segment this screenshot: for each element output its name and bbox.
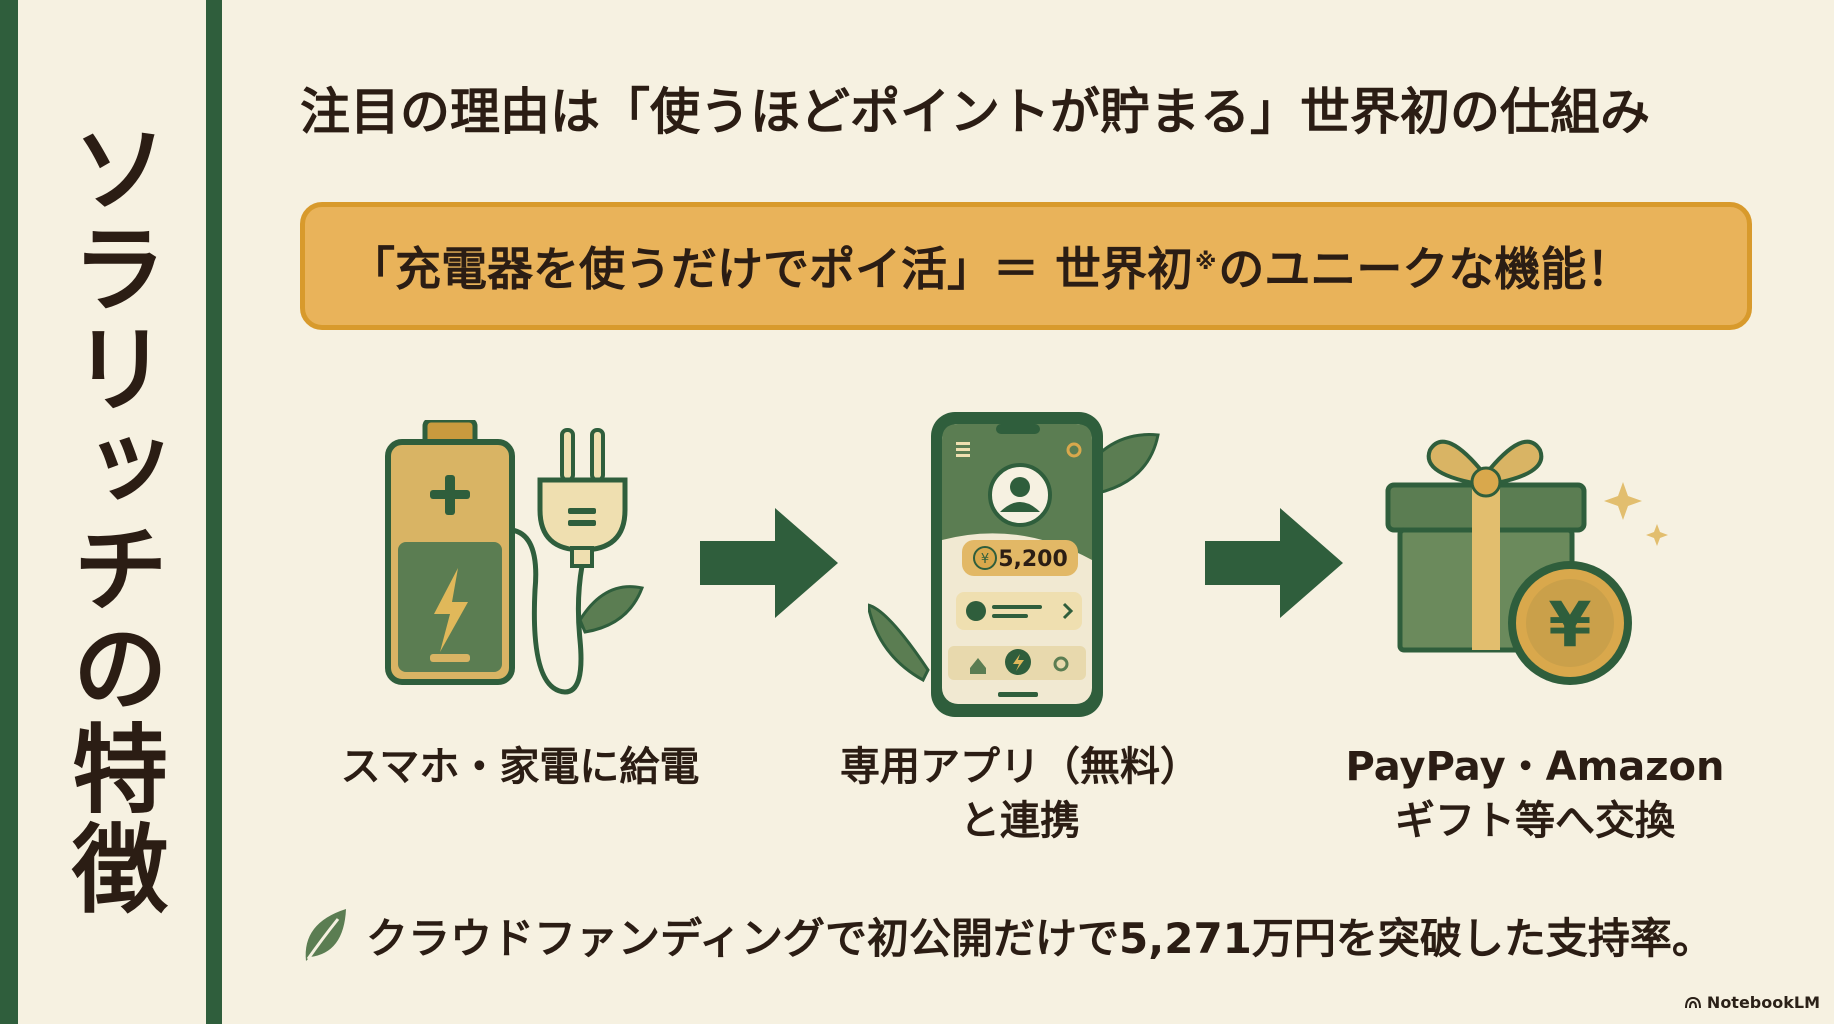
watermark: NotebookLM xyxy=(1684,993,1820,1012)
battery-plug-icon xyxy=(385,420,645,695)
highlight-text-before: 「充電器を使うだけでポイ活」＝ 世界初 xyxy=(349,242,1194,296)
left-edge-stripe xyxy=(0,0,18,1024)
side-panel: ソラリッチの特徴 xyxy=(18,0,206,1024)
step-3-label-line1: PayPay・Amazon xyxy=(1345,744,1725,790)
notebooklm-logo-icon xyxy=(1684,996,1701,1008)
watermark-text: NotebookLM xyxy=(1706,993,1820,1012)
highlight-mark: ※ xyxy=(1195,249,1217,275)
main-title: 注目の理由は「使うほどポイントが貯まる」世界初の仕組み xyxy=(300,83,1650,141)
step-3-label-line2: ギフト等へ交換 xyxy=(1395,798,1675,844)
smartphone-app-icon: ¥ 5,200 xyxy=(868,412,1160,717)
step-2-label-line2: と連携 xyxy=(960,798,1080,844)
arrow-right-icon xyxy=(700,508,838,618)
step-2-label: 専用アプリ（無料） と連携 xyxy=(790,740,1250,848)
step-2-label-line1: 専用アプリ（無料） xyxy=(840,744,1200,790)
footnote-text: クラウドファンディングで初公開だけで5,271万円を突破した支持率。 xyxy=(366,913,1714,963)
arrow-right-icon xyxy=(1205,508,1343,618)
leaf-icon xyxy=(305,909,346,961)
side-title: ソラリッチの特徴 xyxy=(55,119,168,919)
step-1-label: スマホ・家電に給電 xyxy=(340,744,700,790)
step-3-label: PayPay・Amazon ギフト等へ交換 xyxy=(1300,740,1770,848)
side-divider-bar xyxy=(206,0,222,1024)
coin-yen-symbol: ¥ xyxy=(1548,588,1591,661)
highlight-text: 「充電器を使うだけでポイ活」＝ 世界初※のユニークな機能！ xyxy=(349,233,1632,299)
app-coin-symbol: ¥ xyxy=(981,552,989,567)
highlight-box: 「充電器を使うだけでポイ活」＝ 世界初※のユニークな機能！ xyxy=(300,202,1752,330)
footnote: クラウドファンディングで初公開だけで5,271万円を突破した支持率。 xyxy=(300,900,1714,970)
highlight-text-after: のユニークな機能！ xyxy=(1218,242,1633,296)
gift-yen-icon: ¥ xyxy=(1385,439,1668,685)
app-points-value: 5,200 xyxy=(998,547,1068,572)
